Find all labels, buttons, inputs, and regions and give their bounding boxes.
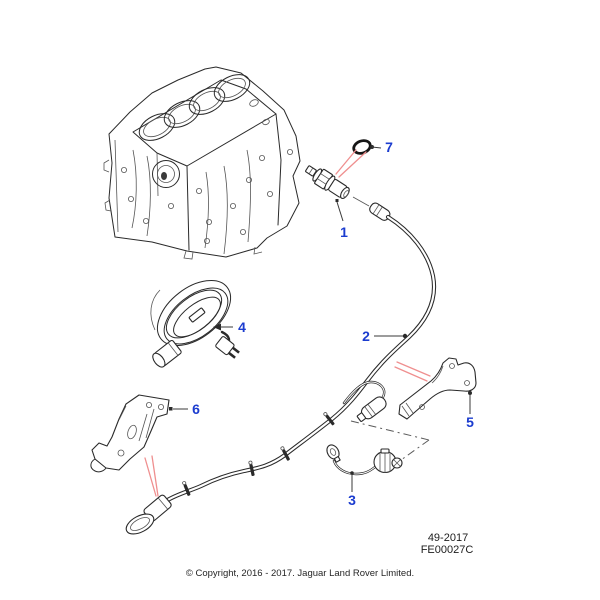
callout-3[interactable]: 3 xyxy=(348,492,356,508)
connector-bolt xyxy=(391,457,403,469)
callout-5[interactable]: 5 xyxy=(466,414,474,430)
leader-line-7 xyxy=(370,145,382,149)
red-alignment-lines-6 xyxy=(144,455,159,497)
red-alignment-lines-5 xyxy=(394,361,431,382)
part-6-bracket xyxy=(90,394,170,473)
part-3-sensor-lead xyxy=(326,444,403,476)
callout-2[interactable]: 2 xyxy=(362,328,370,344)
part-1-heater-element xyxy=(305,165,391,221)
callout-6[interactable]: 6 xyxy=(192,401,200,417)
leader-line-4 xyxy=(213,323,233,331)
figure-number: 49-2017 xyxy=(428,532,468,544)
leader-line-2 xyxy=(374,333,408,339)
power-cable-socket xyxy=(152,339,182,368)
dashed-locator-lines xyxy=(350,420,430,461)
red-alignment-lines-7 xyxy=(335,149,367,178)
leader-line-5 xyxy=(468,391,472,414)
power-plug xyxy=(215,336,240,359)
cable-plug-end xyxy=(125,494,172,535)
part-5-bracket xyxy=(398,357,477,420)
leader-line-1 xyxy=(335,199,344,222)
callout-1[interactable]: 1 xyxy=(340,224,348,240)
part-4-power-cable xyxy=(150,279,240,368)
bolt-holes xyxy=(121,148,293,244)
callout-7[interactable]: 7 xyxy=(385,139,393,155)
leader-line-3 xyxy=(350,471,354,492)
leader-line-6 xyxy=(169,407,188,411)
cable-clips xyxy=(182,412,335,496)
branch-connector xyxy=(342,380,387,422)
cable-tie xyxy=(188,307,206,323)
part-2-harness-cable xyxy=(125,214,437,535)
callout-4[interactable]: 4 xyxy=(238,319,246,335)
drawing-code: FE00027C xyxy=(421,544,474,556)
engine-block-drawing xyxy=(103,66,301,260)
part-7-o-ring xyxy=(352,139,372,155)
cylinder-bores xyxy=(138,74,251,141)
copyright-text: © Copyright, 2016 - 2017. Jaguar Land Ro… xyxy=(186,568,414,579)
